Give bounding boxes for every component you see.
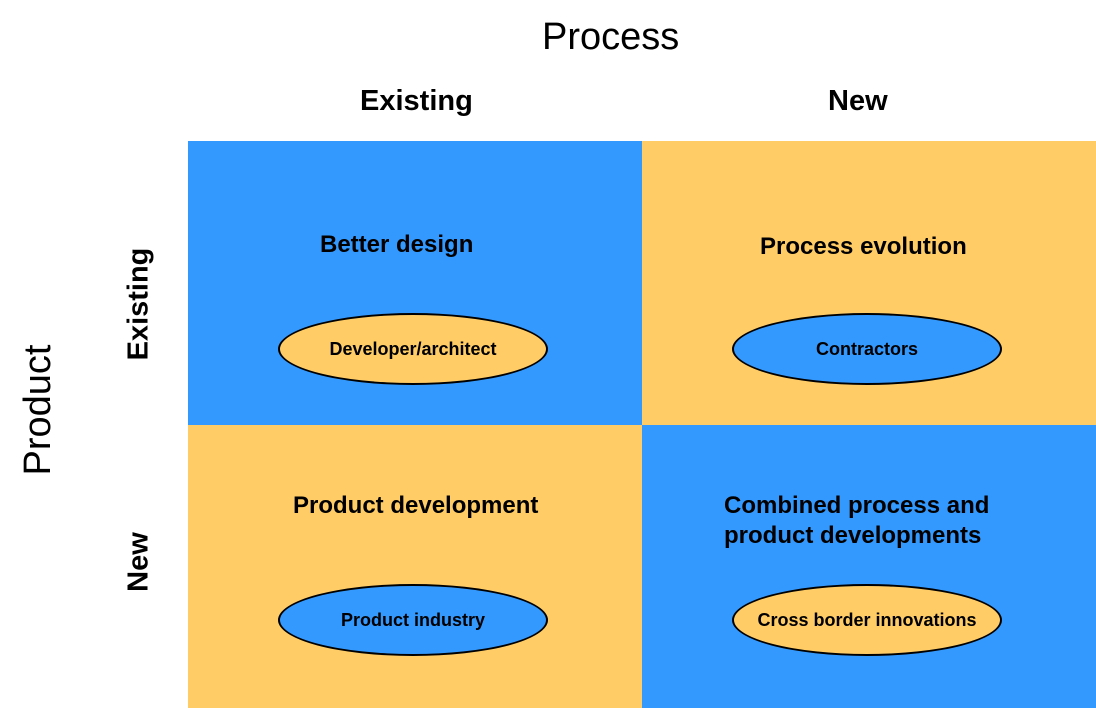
- quadrant-ellipse: Developer/architect: [278, 313, 548, 385]
- column-header-new: New: [828, 85, 888, 117]
- quadrant-existing-existing: Better design Developer/architect: [188, 141, 642, 425]
- quadrant-new-existing: Product development Product industry: [188, 425, 642, 708]
- column-header-existing: Existing: [360, 85, 473, 117]
- quadrant-new-new: Combined process and product development…: [642, 425, 1096, 708]
- row-header-existing: Existing: [122, 247, 155, 361]
- quadrant-title: Better design: [320, 230, 473, 260]
- quadrant-title-line: Combined process and: [724, 492, 990, 519]
- quadrant-title: Process evolution: [760, 232, 967, 262]
- product-axis-title: Product: [17, 344, 59, 476]
- row-header-new: New: [122, 532, 155, 592]
- quadrant-title: Product development: [293, 491, 538, 521]
- quadrant-title: Combined process and product development…: [724, 491, 989, 551]
- quadrant-title-line: Better design: [320, 231, 474, 258]
- quadrant-title-line: Process evolution: [760, 233, 967, 260]
- process-axis-title: Process: [542, 16, 680, 58]
- quadrant-ellipse: Contractors: [732, 313, 1002, 385]
- quadrant-ellipse: Cross border innovations: [732, 584, 1002, 656]
- quadrant-title-line: Product development: [293, 492, 539, 519]
- quadrant-ellipse: Product industry: [278, 584, 548, 656]
- quadrant-existing-new: Process evolution Contractors: [642, 141, 1096, 425]
- quadrant-title-line: product developments: [724, 522, 982, 549]
